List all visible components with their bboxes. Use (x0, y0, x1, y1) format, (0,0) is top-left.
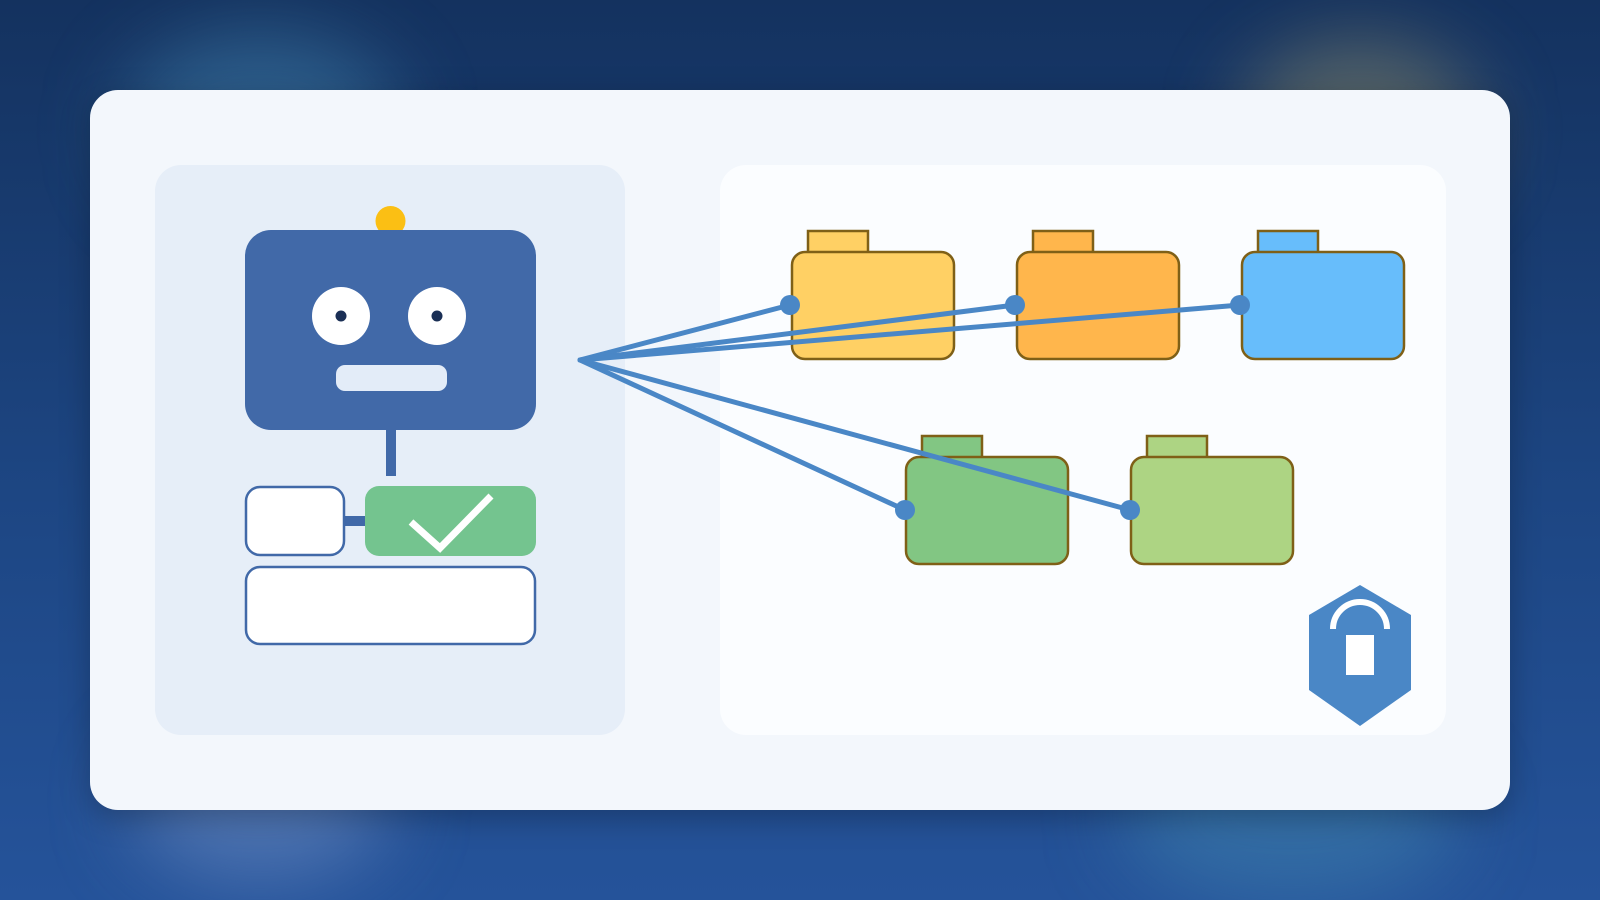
folder-icon-2 (1015, 229, 1181, 361)
folder-icon-5 (1129, 434, 1295, 566)
check-icon (408, 493, 494, 553)
robot-neck (386, 430, 396, 476)
connector-dot-3 (1230, 295, 1250, 315)
robot-mouth (336, 365, 447, 391)
connector-lines (577, 302, 1243, 513)
connector-line-2 (577, 302, 1018, 363)
robot-icon (245, 206, 536, 476)
robot-antenna-bulb (375, 206, 406, 236)
shield-lock-icon (1309, 585, 1411, 726)
robot-pupil-right (431, 310, 443, 322)
connector-dots (780, 295, 1250, 520)
robot-pupil-left (335, 310, 347, 322)
connector-dot-1 (780, 295, 800, 315)
connector-line-1 (577, 302, 793, 363)
lock-shackle (1330, 599, 1390, 630)
input-block-small (244, 485, 346, 557)
robot-head (245, 230, 536, 430)
connector-dot-2 (1005, 295, 1025, 315)
connector-dot-4 (895, 500, 915, 520)
connector-stub (345, 516, 367, 526)
connector-line-4 (577, 357, 908, 513)
input-block-wide (244, 565, 537, 646)
check-block (365, 486, 536, 556)
lock-body (1346, 635, 1374, 675)
folder-icon-3 (1240, 229, 1406, 361)
connector-dot-5 (1120, 500, 1140, 520)
connector-line-3 (577, 302, 1243, 363)
connector-line-5 (577, 357, 1133, 513)
